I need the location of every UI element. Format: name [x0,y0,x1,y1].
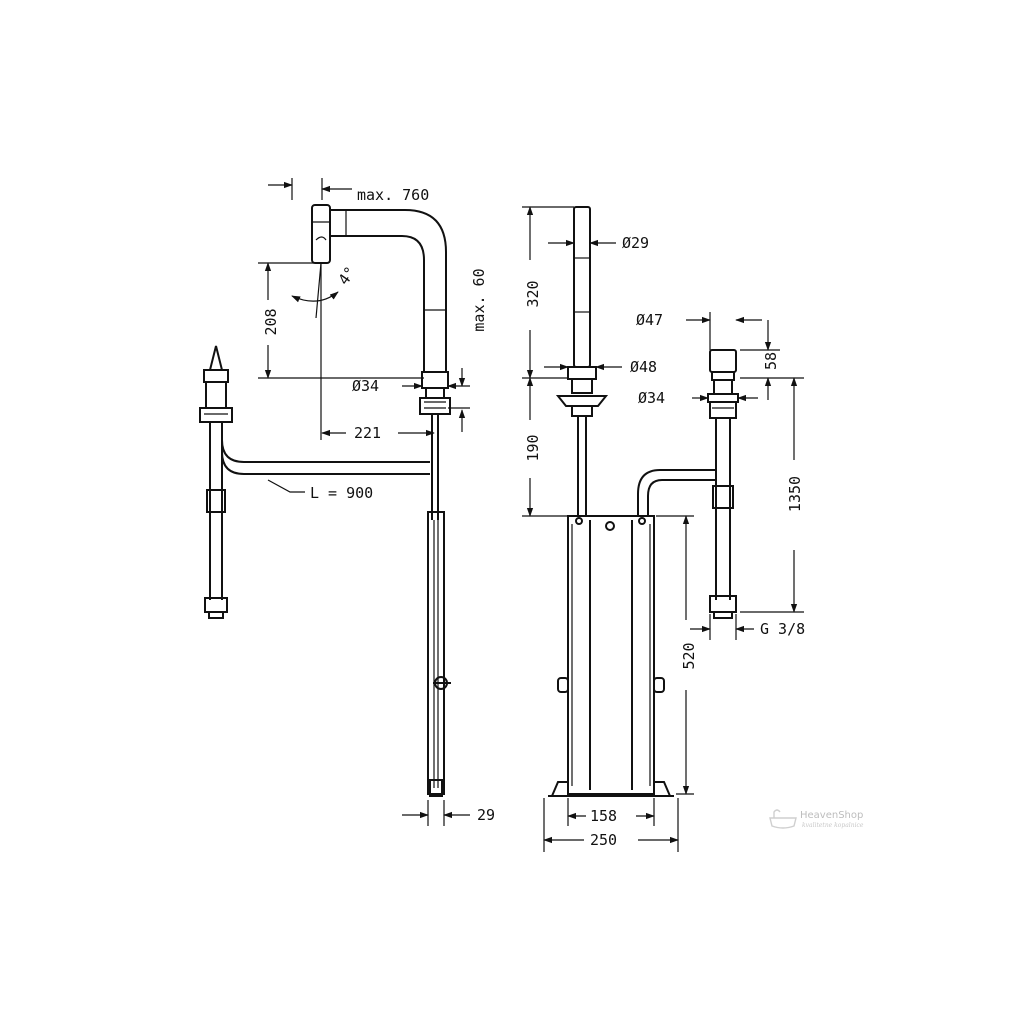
front-view: 320 Ø29 Ø48 190 Ø47 58 Ø34 1350 [522,206,805,852]
spout-outline [330,209,447,372]
rosette [421,371,449,389]
rosette-diameter-label: Ø48 [630,358,657,376]
weight-width-label: 29 [477,806,495,824]
side-view: max. 760 208 4° max. 60 Ø34 221 L = 900 [199,178,495,826]
spout-height-label: 320 [524,280,542,307]
box-outer-width-label: 250 [590,831,617,849]
box-inner-width-label: 158 [590,807,617,825]
handle-diameter-label: Ø47 [636,311,663,329]
max-reach-label: max. 760 [357,186,429,204]
box-height-label: 520 [680,642,698,669]
box-feet [548,781,674,797]
projection-label: 221 [354,424,381,442]
front-connecting-hose [637,469,716,516]
connection-fitting [709,595,737,613]
side-hose-fitting [204,597,228,613]
lever-height-label: 58 [762,352,780,370]
max-deck-label: max. 60 [470,268,488,331]
pullout-height-label: 208 [262,308,280,335]
front-rosette [567,366,597,380]
watermark-brand: HeavenShop [800,810,863,821]
lever-handle [709,349,737,373]
spray-angle-label: 4° [335,263,360,288]
counterweight-tube [427,511,445,795]
base-diameter-left-label: Ø34 [352,377,379,395]
hose-length-label: L = 900 [310,484,373,502]
mounting-nut [419,397,451,415]
total-height-label: 1350 [786,476,804,512]
spout-diameter-label: Ø29 [622,234,649,252]
watermark: HeavenShop kvalitetne kopalnice [769,809,864,829]
connecting-hose [221,439,430,475]
side-valve-cap [208,345,224,371]
base-diameter-right-label: Ø34 [638,389,665,407]
mounting-box [567,515,655,795]
below-deck-label: 190 [524,434,542,461]
connection-label: G 3/8 [760,620,805,638]
bathtub-icon [769,809,797,829]
spout-column [573,206,591,368]
spray-head [311,204,331,264]
watermark-tagline: kvalitetne kopalnice [802,822,864,829]
